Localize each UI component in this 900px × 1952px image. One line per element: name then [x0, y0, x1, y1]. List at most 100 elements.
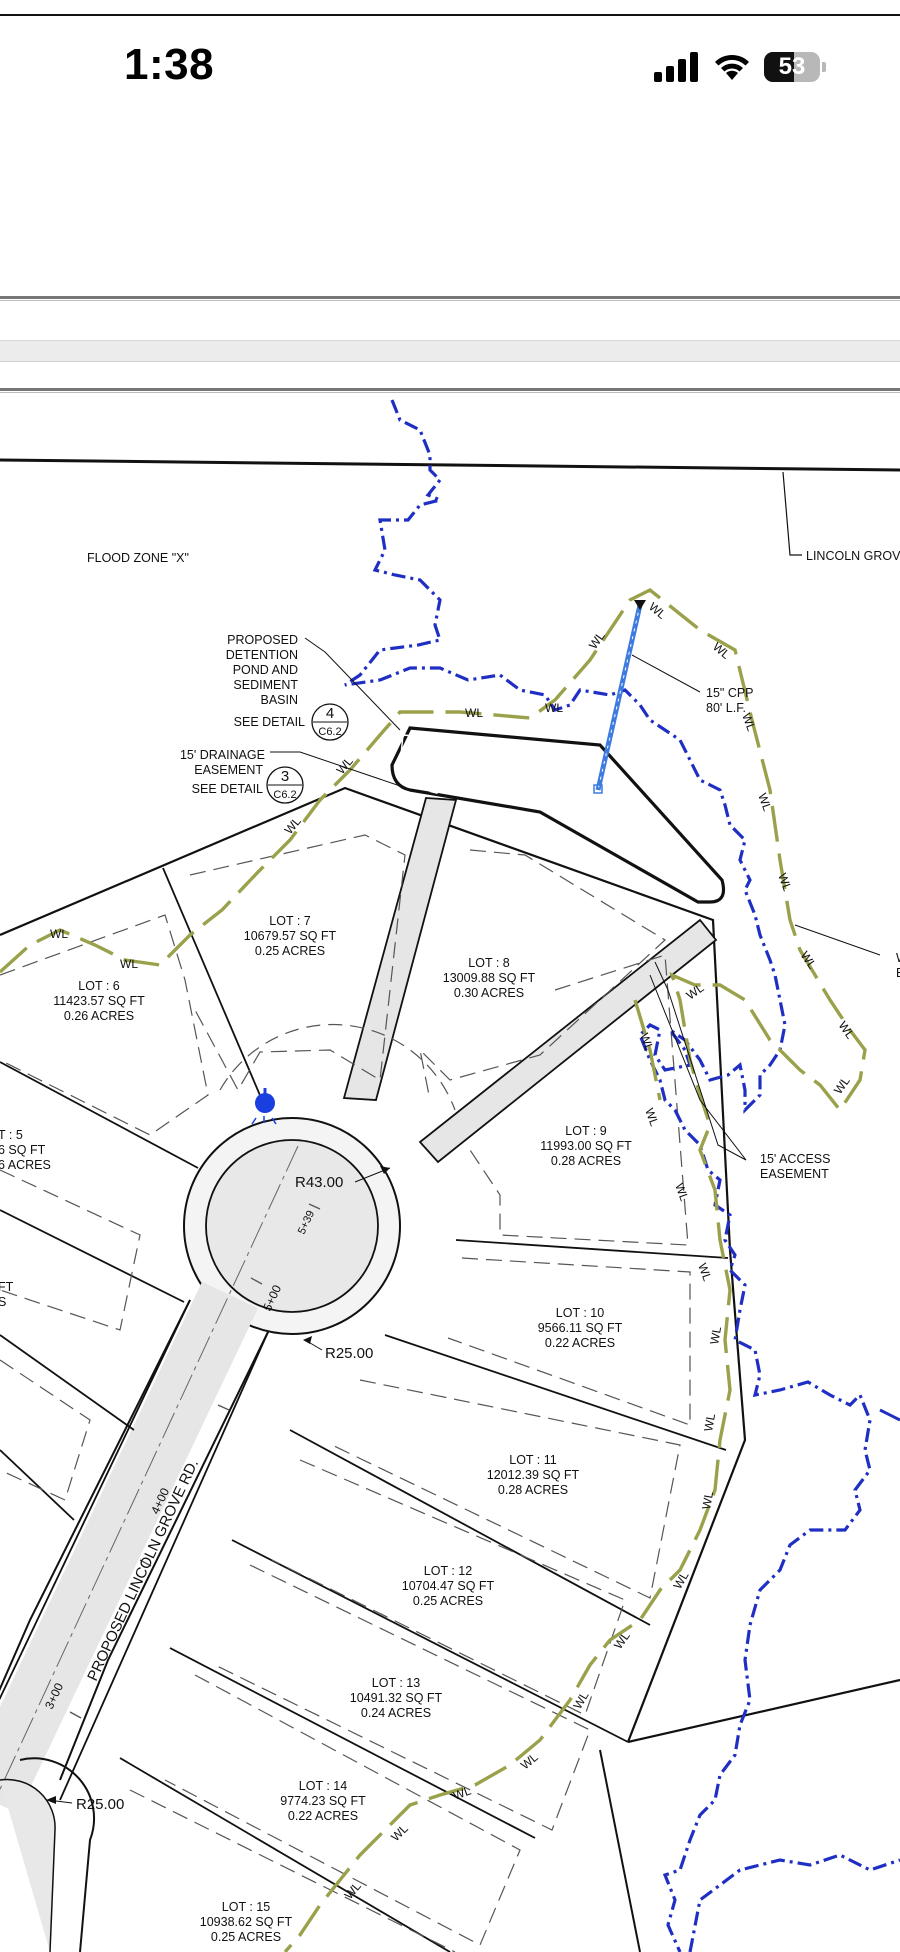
detention-label-line: PROPOSED: [227, 633, 298, 647]
detail-callout-3[interactable]: 3 C6.2: [266, 766, 304, 804]
wl-tag: WL: [672, 1181, 691, 1203]
svg-text:0.22 ACRES: 0.22 ACRES: [545, 1336, 615, 1350]
svg-text:0.25 ACRES: 0.25 ACRES: [255, 944, 325, 958]
property-boundary-south: [627, 1678, 900, 1744]
svg-text:0.28 ACRES: 0.28 ACRES: [498, 1483, 568, 1497]
lot-9-label: LOT : 9 11993.00 SQ FT 0.28 ACRES: [540, 1124, 632, 1168]
detail-sheet: C6.2: [318, 726, 341, 738]
svg-text:LOT : 11: LOT : 11: [509, 1453, 557, 1467]
detention-label-line: BASIN: [260, 693, 298, 707]
wl-tag: WL: [701, 1412, 718, 1432]
wl-tag: WL: [646, 600, 669, 623]
top-edge-line: [0, 14, 900, 16]
svg-text:LOT : 12: LOT : 12: [424, 1564, 472, 1578]
status-bar: 1:38 53: [0, 0, 900, 300]
lot-lines: [0, 867, 729, 1952]
partial-lot-label: 6 ACRES: [0, 1158, 51, 1172]
svg-text:9566.11 SQ FT: 9566.11 SQ FT: [538, 1321, 623, 1335]
wl-tag: WL: [451, 1783, 473, 1802]
svg-text:0.22 ACRES: 0.22 ACRES: [288, 1809, 358, 1823]
lot-14-label: LOT : 14 9774.23 SQ FT 0.22 ACRES: [280, 1779, 366, 1823]
svg-text:10938.62 SQ FT: 10938.62 SQ FT: [200, 1915, 293, 1929]
access-easement-label-line: 15' ACCESS: [760, 1152, 830, 1166]
wl-tag: WL: [684, 980, 707, 1002]
svg-text:LOT : 6: LOT : 6: [78, 979, 120, 993]
access-easement-label-line: EASEMENT: [760, 1167, 829, 1181]
cellular-signal-icon: [654, 52, 698, 82]
svg-text:LOT : 8: LOT : 8: [468, 956, 510, 970]
callout-leaders: [47, 637, 881, 1804]
svg-text:9774.23 SQ FT: 9774.23 SQ FT: [280, 1794, 366, 1808]
cpp-label-line: 80' L.F.: [706, 701, 746, 715]
road: [0, 1117, 401, 1952]
subdivision-boundary: [0, 786, 747, 1743]
svg-text:0.26 ACRES: 0.26 ACRES: [64, 1009, 134, 1023]
partial-lot-label: FT: [0, 1280, 14, 1294]
battery-level: 53: [778, 53, 806, 80]
detention-label-line: POND AND: [233, 663, 298, 677]
partial-lot-label: 6 SQ FT: [0, 1143, 46, 1157]
lot-line-south: [599, 1749, 641, 1952]
lot-labels: LOT : 6 11423.57 SQ FT 0.26 ACRES LOT : …: [53, 914, 632, 1944]
partial-right-label: W: [896, 951, 900, 965]
lot-7-label: LOT : 7 10679.57 SQ FT 0.25 ACRES: [244, 914, 337, 958]
wl-tag: WL: [755, 791, 774, 813]
lot-15-label: LOT : 15 10938.62 SQ FT 0.25 ACRES: [200, 1900, 293, 1944]
flood-zone-label: FLOOD ZONE "X": [87, 551, 189, 565]
lot-8-label: LOT : 8 13009.88 SQ FT 0.30 ACRES: [443, 956, 536, 1000]
partial-right-label: E: [896, 966, 900, 980]
location-marker-icon[interactable]: [251, 1088, 277, 1125]
pipe-outlet-icon: [593, 784, 603, 794]
wl-tag: WL: [695, 1261, 714, 1283]
radius-label: R25.00: [76, 1796, 124, 1813]
flood-line-east: [879, 1408, 900, 1422]
detail-callout-4[interactable]: 4 C6.2: [311, 703, 349, 741]
wl-tag: WL: [545, 701, 563, 715]
wl-tag: WL: [642, 1106, 661, 1128]
svg-text:LOT : 14: LOT : 14: [299, 1779, 347, 1793]
drainage-label-line: 15' DRAINAGE: [180, 748, 265, 762]
wifi-icon: [715, 54, 749, 80]
svg-text:13009.88 SQ FT: 13009.88 SQ FT: [443, 971, 536, 985]
detail-number: 4: [326, 705, 334, 722]
battery-fill: [764, 52, 794, 82]
svg-text:0.28 ACRES: 0.28 ACRES: [551, 1154, 621, 1168]
svg-text:11993.00 SQ FT: 11993.00 SQ FT: [540, 1139, 632, 1153]
svg-text:0.25 ACRES: 0.25 ACRES: [211, 1930, 281, 1944]
wl-tag: WL: [586, 629, 608, 652]
lincoln-grove-leader: [782, 471, 802, 556]
drainage-label-line: EASEMENT: [194, 763, 263, 777]
lincoln-grove-label: LINCOLN GROV: [806, 549, 900, 563]
cpp-label-line: 15" CPP: [706, 686, 754, 700]
svg-text:12012.39 SQ FT: 12012.39 SQ FT: [487, 1468, 580, 1482]
wl-tag: WL: [570, 1689, 591, 1712]
pipe-headwall-icon: [634, 600, 646, 610]
svg-text:0.30 ACRES: 0.30 ACRES: [454, 986, 524, 1000]
cpp-leader: [631, 654, 701, 693]
battery-nub: [822, 62, 826, 72]
status-icons: 53: [654, 48, 826, 86]
viewer-toolbar-strip[interactable]: [0, 340, 900, 362]
partial-lot-label: T : 5: [0, 1128, 23, 1142]
lot-13-label: LOT : 13 10491.32 SQ FT 0.24 ACRES: [350, 1676, 443, 1720]
wl-tag: WL: [637, 1031, 656, 1053]
flood-line-south: [688, 1853, 900, 1952]
lot-11-label: LOT : 11 12012.39 SQ FT 0.28 ACRES: [487, 1453, 580, 1497]
lot-12-label: LOT : 12 10704.47 SQ FT 0.25 ACRES: [402, 1564, 495, 1608]
svg-text:0.25 ACRES: 0.25 ACRES: [413, 1594, 483, 1608]
detention-pond: [390, 726, 726, 904]
wl-tag: WL: [518, 1750, 541, 1773]
wl-tag: WL: [775, 871, 794, 893]
document-header-divider: [0, 296, 900, 299]
svg-text:10491.32 SQ FT: 10491.32 SQ FT: [350, 1691, 443, 1705]
document-top-divider: [0, 388, 900, 391]
wetland-tags: WL WL WL WL WL WL WL WL WL WL WL WL WL W…: [50, 600, 858, 1902]
wl-tag: WL: [282, 814, 305, 837]
wl-tag: WL: [120, 957, 138, 971]
detail-number: 3: [281, 768, 289, 785]
radius-label: R25.00: [325, 1345, 373, 1362]
document-top-divider-shadow: [0, 392, 900, 393]
svg-text:10704.47 SQ FT: 10704.47 SQ FT: [402, 1579, 495, 1593]
wl-tag: WL: [699, 1490, 716, 1510]
